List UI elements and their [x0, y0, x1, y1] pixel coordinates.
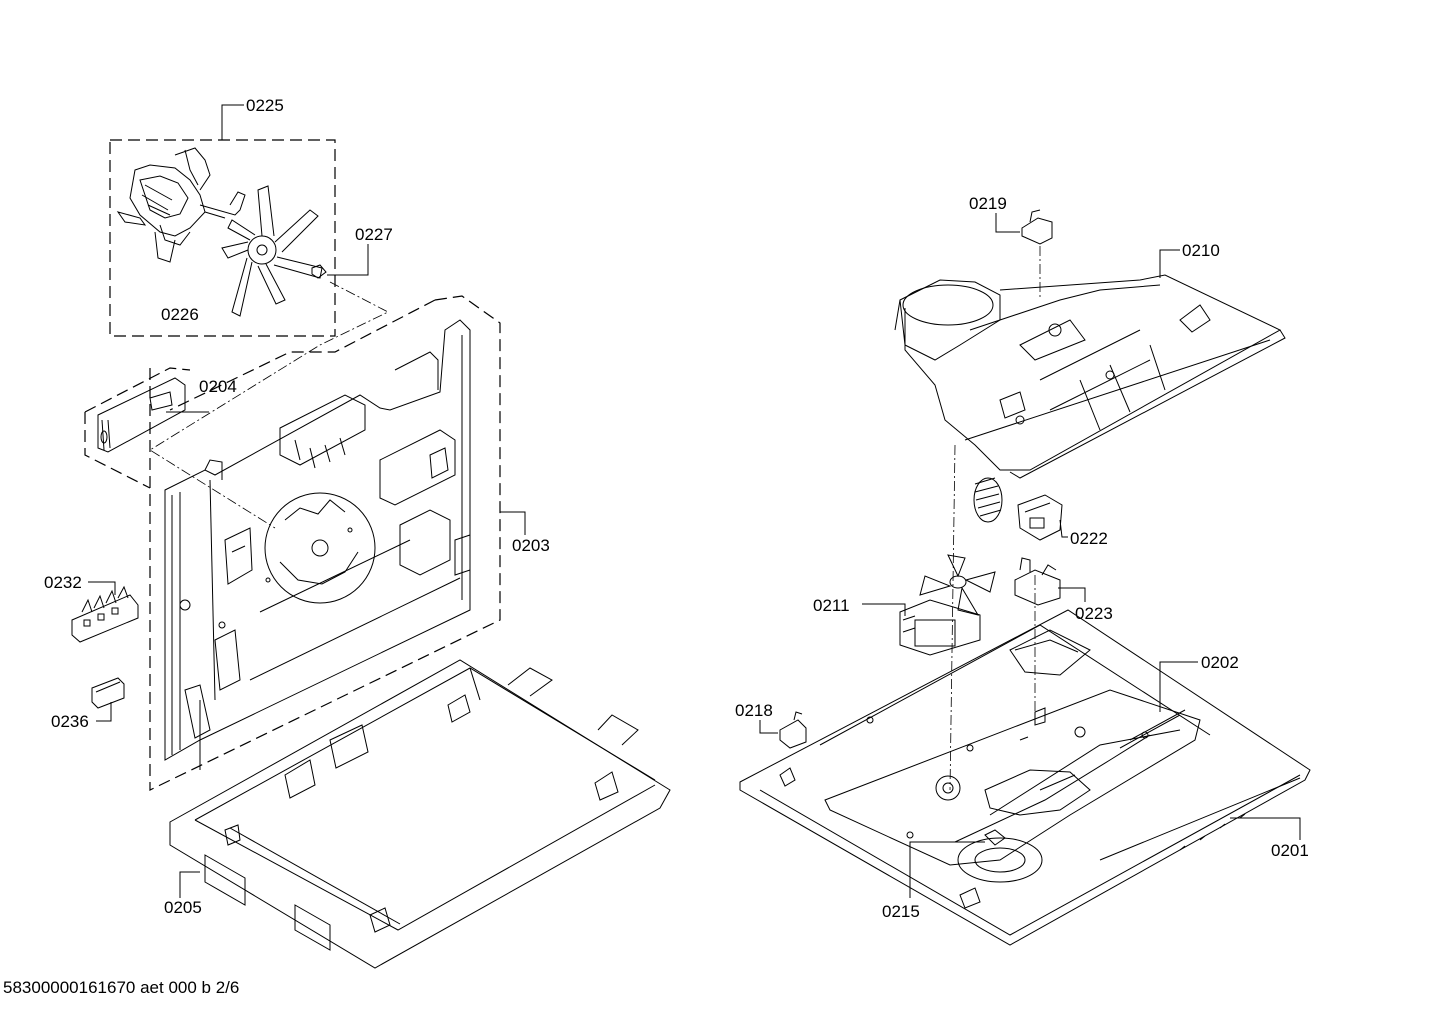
bottom-tray-part: [169, 659, 671, 969]
label-0210: 0210: [1182, 241, 1220, 260]
label-0204: 0204: [199, 377, 237, 396]
label-0203: 0203: [512, 536, 550, 555]
base-plate-part: [739, 609, 1311, 946]
clip-part: [759, 711, 807, 749]
fan-motor-assembly-group: [109, 104, 336, 337]
label-0226: 0226: [161, 305, 199, 324]
label-0215: 0215: [882, 902, 920, 921]
fan-motor-part: [116, 147, 246, 263]
label-0232: 0232: [44, 573, 82, 592]
relay-part: [973, 477, 1068, 541]
label-0222: 0222: [1070, 529, 1108, 548]
label-0219: 0219: [969, 194, 1007, 213]
bracket-group: [84, 367, 209, 489]
fan-blade-part: [221, 185, 323, 317]
label-0227: 0227: [355, 225, 393, 244]
back-wall-part: [164, 319, 471, 770]
holder-part: [1014, 557, 1086, 606]
label-0205: 0205: [164, 898, 202, 917]
label-0211: 0211: [813, 596, 850, 615]
drawing-reference-code: 58300000161670 aet 000 b 2/6: [3, 978, 240, 997]
label-0236: 0236: [51, 712, 89, 731]
back-wall-group: [149, 295, 526, 791]
label-0225: 0225: [246, 96, 284, 115]
label-0218: 0218: [735, 701, 773, 720]
label-0202: 0202: [1201, 653, 1239, 672]
label-0201: 0201: [1271, 841, 1309, 860]
terminal-block-part: [71, 581, 139, 643]
air-duct-part: [894, 249, 1286, 479]
label-0223: 0223: [1075, 604, 1113, 623]
nut-part: [311, 244, 369, 279]
connector-part: [91, 677, 125, 722]
bracket-part: [97, 377, 186, 453]
fan-bracket-part: [909, 829, 1006, 898]
cooling-fan-part: [862, 554, 996, 656]
switch-part: [995, 209, 1053, 245]
